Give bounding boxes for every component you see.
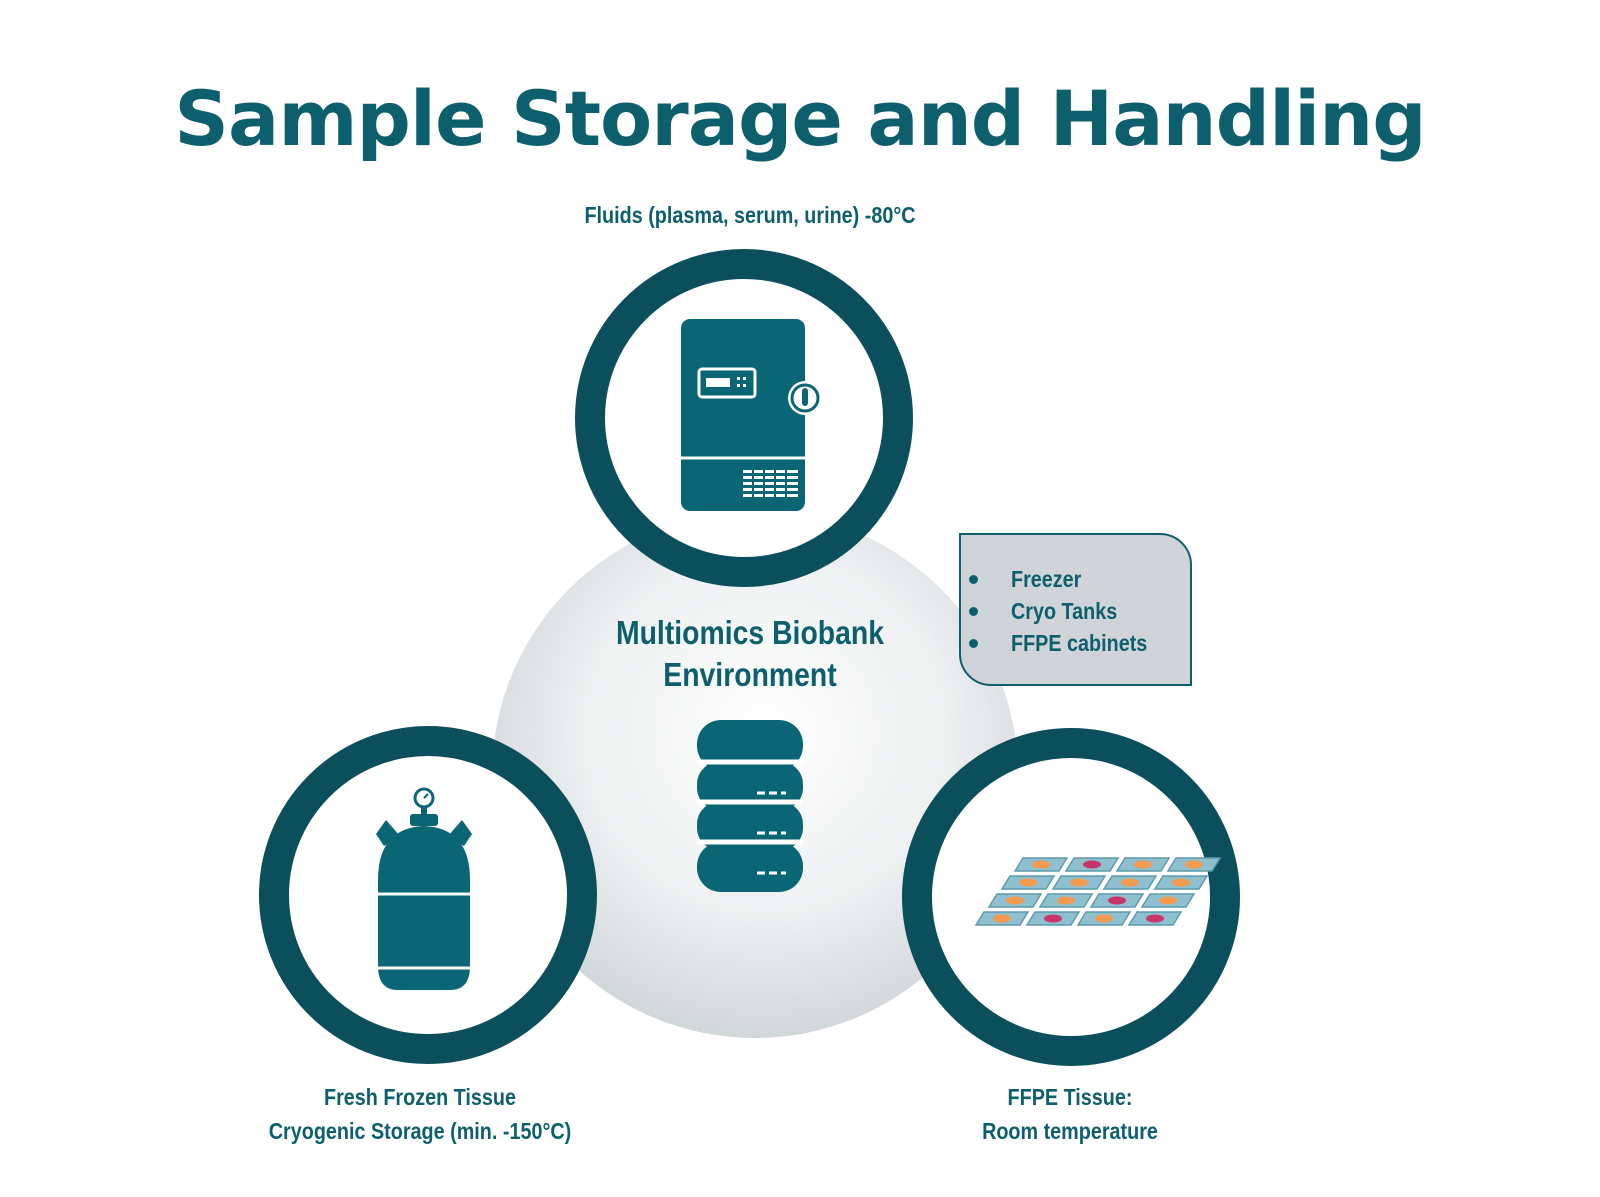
tissue-sample	[1095, 914, 1113, 923]
ffpe-node	[902, 728, 1240, 1066]
fluids-caption: Fluids (plasma, serum, urine) -80°C	[584, 202, 916, 228]
cryo-caption-line2: Cryogenic Storage (min. -150°C)	[268, 1118, 572, 1144]
cryo-caption-line1: Fresh Frozen Tissue	[323, 1084, 516, 1110]
center-label: Multiomics Biobank Environment	[587, 612, 914, 696]
tissue-sample	[1185, 860, 1203, 869]
tissue-sample	[1057, 896, 1075, 905]
ffpe-caption-line2: Room temperature	[982, 1118, 1158, 1144]
storage-list-box: Freezer Cryo Tanks FFPE cabinets	[959, 533, 1192, 686]
cryo-node	[259, 726, 597, 1064]
fluids-node	[575, 249, 913, 587]
ffpe-caption-line1: FFPE Tissue:	[1007, 1084, 1133, 1110]
storage-list-item: Cryo Tanks	[969, 595, 1190, 627]
tissue-sample	[1121, 878, 1139, 887]
tissue-sample	[1044, 914, 1062, 923]
center-label-line1: Multiomics Biobank	[615, 614, 885, 651]
cryo-caption: Fresh Frozen Tissue Cryogenic Storage (m…	[239, 1080, 600, 1148]
tissue-sample	[1108, 896, 1126, 905]
tissue-sample	[993, 914, 1011, 923]
tissue-slides-icon	[974, 857, 1222, 926]
ffpe-caption: FFPE Tissue: Room temperature	[889, 1080, 1250, 1148]
cryo-tank-icon	[376, 787, 472, 990]
tissue-sample	[1070, 878, 1088, 887]
center-label-line2: Environment	[663, 656, 837, 693]
tissue-sample	[1134, 860, 1152, 869]
tissue-sample	[1172, 878, 1190, 887]
tissue-sample	[1006, 896, 1024, 905]
tissue-sample	[1032, 860, 1050, 869]
storage-list-item: Freezer	[969, 563, 1190, 595]
tissue-sample	[1019, 878, 1037, 887]
tissue-sample	[1146, 914, 1164, 923]
database-icon	[697, 720, 803, 892]
tissue-sample	[1083, 860, 1101, 869]
storage-list: Freezer Cryo Tanks FFPE cabinets	[961, 535, 1190, 659]
storage-list-item: FFPE cabinets	[969, 627, 1190, 659]
freezer-icon	[681, 319, 822, 511]
tissue-sample	[1159, 896, 1177, 905]
page-title: Sample Storage and Handling	[174, 74, 1426, 163]
